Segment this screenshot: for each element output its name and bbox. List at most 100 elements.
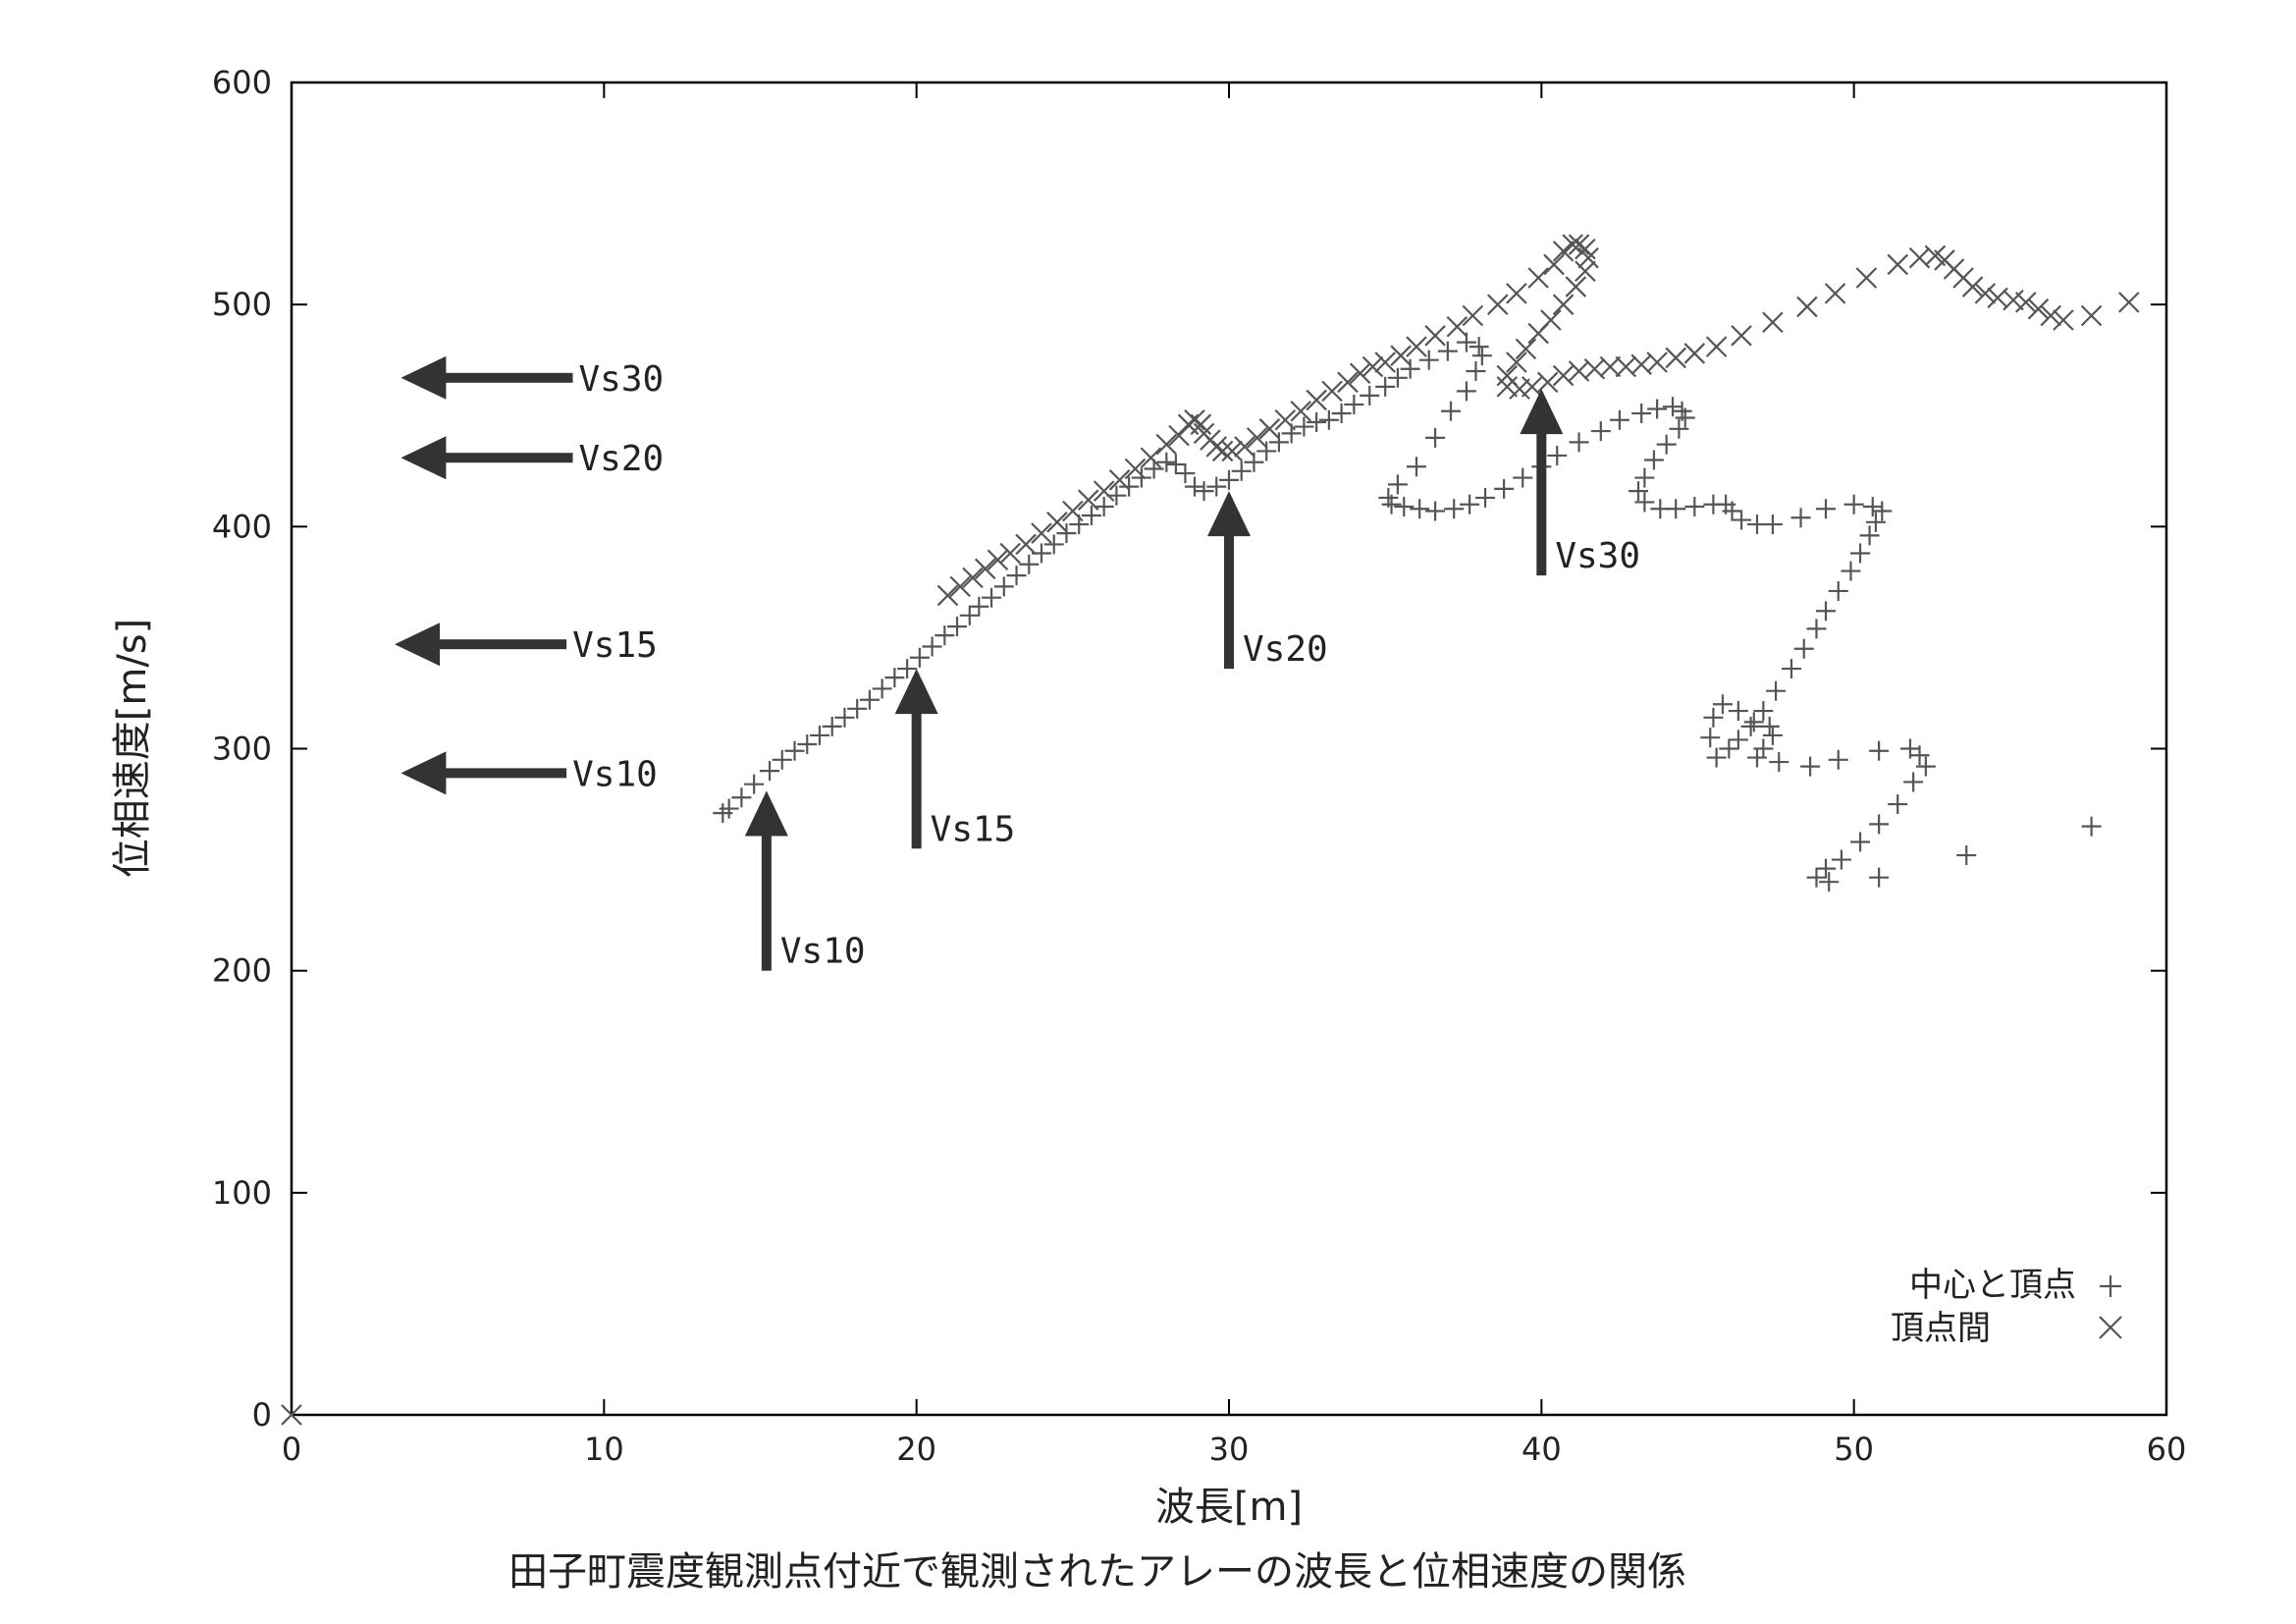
data-point xyxy=(1666,499,1686,519)
data-point xyxy=(2118,292,2140,313)
data-point xyxy=(1140,447,1162,468)
arrow-head xyxy=(1207,491,1251,537)
cross-stroke xyxy=(962,567,984,589)
data-point xyxy=(1124,458,1147,480)
cross-stroke xyxy=(1568,360,1590,382)
cross-stroke xyxy=(1665,347,1686,369)
data-point xyxy=(1471,346,1492,366)
y-tick-label: 0 xyxy=(252,1396,272,1434)
data-point xyxy=(1496,376,1519,398)
y-tick-label: 200 xyxy=(212,952,272,990)
cross-stroke xyxy=(1496,376,1519,398)
data-point xyxy=(1456,381,1476,402)
data-point xyxy=(1762,514,1783,535)
data-point xyxy=(1915,756,1936,777)
arrow-head xyxy=(1520,389,1564,435)
data-point xyxy=(1843,494,1864,514)
data-point xyxy=(1394,496,1415,516)
data-point xyxy=(1859,525,1880,546)
arrow-annotation: Vs20 xyxy=(1207,491,1328,670)
arrow-head xyxy=(400,751,447,795)
data-point xyxy=(1543,253,1565,276)
cross-stroke xyxy=(1093,480,1115,502)
arrow-annotation: Vs20 xyxy=(400,436,664,480)
data-point xyxy=(847,698,868,719)
arrow-annotation: Vs15 xyxy=(894,669,1016,849)
data-point xyxy=(772,749,792,770)
arrow-label: Vs15 xyxy=(931,809,1016,849)
cross-stroke xyxy=(1015,533,1037,556)
data-point xyxy=(1816,601,1837,622)
data-point xyxy=(1006,566,1027,586)
legend-label-center-vertex: 中心と頂点 xyxy=(1909,1266,2076,1305)
cross-stroke xyxy=(1552,241,1575,262)
data-point xyxy=(1732,510,1752,530)
data-point xyxy=(1869,814,1890,835)
data-point xyxy=(1656,434,1677,455)
data-point xyxy=(1231,460,1252,481)
cross-stroke xyxy=(1536,371,1559,394)
data-point xyxy=(934,625,955,646)
cross-stroke xyxy=(1522,376,1543,398)
data-point xyxy=(1407,457,1426,477)
cross-stroke xyxy=(1155,433,1178,456)
data-point xyxy=(1410,499,1430,519)
data-point xyxy=(1569,432,1589,453)
data-point xyxy=(1062,500,1084,522)
cross-stroke xyxy=(1615,355,1637,378)
cross-stroke xyxy=(1258,418,1281,440)
cross-stroke xyxy=(1424,325,1446,347)
cross-stroke xyxy=(1568,234,1590,255)
data-point xyxy=(2040,304,2061,327)
y-tick-label: 300 xyxy=(212,731,272,768)
data-point xyxy=(1700,728,1721,748)
cross-stroke xyxy=(1506,352,1527,373)
cross-stroke xyxy=(2099,1316,2122,1339)
data-point xyxy=(1728,730,1748,750)
arrow-shaft xyxy=(434,639,567,650)
data-point xyxy=(1547,445,1568,465)
arrow-head xyxy=(400,355,447,400)
data-point xyxy=(1475,487,1496,508)
data-point xyxy=(974,558,996,580)
cross-stroke xyxy=(1211,440,1234,462)
cross-stroke xyxy=(1124,458,1147,480)
y-tick-label: 600 xyxy=(212,64,272,101)
data-point xyxy=(872,678,892,699)
data-point xyxy=(1184,476,1204,497)
data-point xyxy=(2002,289,2024,311)
data-point xyxy=(1418,350,1439,370)
arrow-label: Vs30 xyxy=(579,359,665,400)
cross-stroke xyxy=(1486,294,1509,315)
data-point xyxy=(1360,385,1380,406)
cross-stroke xyxy=(1190,413,1212,436)
cross-stroke xyxy=(1683,343,1706,364)
cross-stroke xyxy=(1246,427,1268,449)
arrow-label: Vs10 xyxy=(780,932,866,972)
data-point xyxy=(1331,403,1352,423)
x-tick-label: 60 xyxy=(2147,1431,2187,1468)
data-point xyxy=(1056,523,1077,544)
data-point xyxy=(1552,294,1575,315)
cross-stroke xyxy=(1575,260,1596,283)
x-tick-label: 10 xyxy=(584,1431,624,1468)
data-point xyxy=(897,659,918,679)
data-point xyxy=(1643,450,1664,470)
cross-stroke xyxy=(2027,298,2050,320)
data-point xyxy=(1782,659,1801,679)
arrow-head xyxy=(894,669,938,715)
cross-stroke xyxy=(999,542,1021,565)
data-point xyxy=(1850,543,1871,564)
cross-stroke xyxy=(1630,353,1652,376)
series-layer xyxy=(281,234,2140,1426)
data-point xyxy=(1728,701,1748,722)
data-point xyxy=(2081,816,2102,837)
data-point xyxy=(1119,476,1140,497)
data-point xyxy=(949,575,972,598)
data-point xyxy=(719,798,739,819)
data-point xyxy=(1221,440,1243,462)
data-point xyxy=(1077,489,1099,511)
data-point xyxy=(1800,756,1821,777)
